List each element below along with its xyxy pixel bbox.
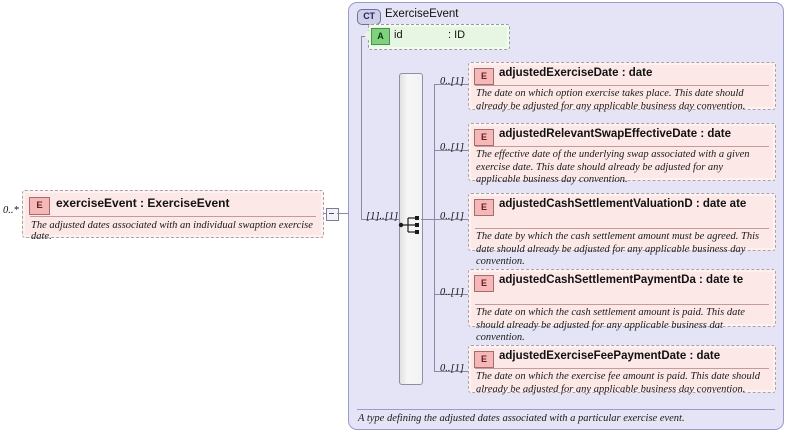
- complextype-name: ExerciseEvent: [385, 8, 459, 20]
- element-divider: [475, 228, 769, 229]
- attribute-shell: [368, 24, 510, 50]
- footer-divider: [357, 409, 775, 410]
- element-badge-icon: E: [474, 68, 494, 85]
- complextype-badge-icon: CT: [357, 9, 381, 25]
- element-divider: [475, 368, 769, 369]
- connector-attribute-vertical: [361, 36, 362, 219]
- element-title: adjustedCashSettlementPaymentDa : date t…: [499, 274, 744, 286]
- element-badge-icon: E: [474, 129, 494, 146]
- element-title: exerciseEvent : ExerciseEvent: [56, 196, 230, 210]
- element-description: The date on which the cash settlement am…: [476, 307, 745, 343]
- complextype-annotation: A type defining the adjusted dates assoc…: [358, 413, 685, 424]
- connector-branch-lower: [434, 219, 435, 371]
- element-box-adjustedrelevantswapeffectivedate[interactable]: E adjustedRelevantSwapEffectiveDate : da…: [468, 123, 776, 185]
- element-divider: [30, 216, 316, 217]
- element-description: The adjusted dates associated with an in…: [31, 220, 313, 242]
- sequence-compositor-icon: [398, 215, 424, 235]
- element-box-adjustedcashsettlementvaluationdate[interactable]: E adjustedCashSettlementValuationD : dat…: [468, 193, 776, 267]
- cardinality-child-2: 0..[1]: [440, 142, 464, 153]
- sequence-compositor-bar[interactable]: [399, 73, 423, 385]
- collapse-minus-icon[interactable]: [326, 208, 339, 221]
- cardinality-child-3: 0..[1]: [440, 211, 464, 222]
- element-inner: E adjustedRelevantSwapEffectiveDate : da…: [471, 126, 773, 185]
- element-description: The date by which the cash settlement am…: [476, 231, 760, 267]
- element-description: The date on which the exercise fee amoun…: [476, 371, 760, 395]
- attribute-type: : ID: [448, 29, 466, 41]
- element-box-exerciseevent[interactable]: E exerciseEvent : ExerciseEvent The adju…: [22, 190, 324, 242]
- element-box-adjustedcashsettlementpaymentdate[interactable]: E adjustedCashSettlementPaymentDa : date…: [468, 269, 776, 343]
- cardinality-exerciseevent: 0..*: [3, 205, 19, 216]
- element-inner: E adjustedCashSettlementValuationD : dat…: [471, 196, 773, 267]
- cardinality-sequence: [1]..[1]: [366, 211, 399, 222]
- element-badge-icon: E: [29, 197, 50, 215]
- element-divider: [475, 304, 769, 305]
- attribute-point-fill: [364, 28, 371, 43]
- cardinality-child-1: 0..[1]: [440, 76, 464, 87]
- element-box-adjustedexercisedate[interactable]: E adjustedExerciseDate : date The date o…: [468, 62, 776, 112]
- connector-toggle-left: [324, 213, 327, 214]
- connector-child-4: [434, 294, 468, 295]
- element-badge-icon: E: [474, 275, 494, 292]
- connector-branch-upper: [434, 84, 435, 223]
- connector-toggle-right: [337, 213, 349, 214]
- element-description: The effective date of the underlying swa…: [476, 149, 750, 185]
- element-badge-icon: E: [474, 351, 494, 368]
- cardinality-child-4: 0..[1]: [440, 287, 464, 298]
- attribute-name: id: [394, 29, 403, 41]
- attribute-id[interactable]: A id : ID: [363, 24, 510, 50]
- connector-child-5: [434, 371, 468, 372]
- connector-child-3: [434, 219, 468, 220]
- element-inner: E adjustedExerciseDate : date The date o…: [471, 65, 773, 112]
- connector-sequence-in: [361, 219, 399, 220]
- element-divider: [475, 85, 769, 86]
- cardinality-child-5: 0..[1]: [440, 363, 464, 374]
- connector-child-2: [434, 150, 468, 151]
- element-badge-icon: E: [474, 199, 494, 216]
- element-divider: [475, 146, 769, 147]
- element-inner: E adjustedExerciseFeePaymentDate : date …: [471, 348, 773, 395]
- attribute-badge-icon: A: [371, 28, 390, 45]
- connector-compositor-out: [421, 219, 434, 220]
- element-inner: E exerciseEvent : ExerciseEvent The adju…: [25, 193, 321, 242]
- minus-bar: [329, 213, 334, 214]
- element-title: adjustedExerciseDate : date: [499, 67, 653, 79]
- element-inner: E adjustedCashSettlementPaymentDa : date…: [471, 272, 773, 343]
- element-description: The date on which option exercise takes …: [476, 88, 746, 112]
- element-box-adjustedexercisefeepaymentdate[interactable]: E adjustedExerciseFeePaymentDate : date …: [468, 345, 776, 395]
- element-title: adjustedRelevantSwapEffectiveDate : date: [499, 128, 731, 140]
- attribute-inner: [371, 27, 507, 47]
- element-title: adjustedCashSettlementValuationD : date …: [499, 198, 747, 210]
- connector-child-1: [434, 84, 468, 85]
- element-title: adjustedExerciseFeePaymentDate : date: [499, 350, 721, 362]
